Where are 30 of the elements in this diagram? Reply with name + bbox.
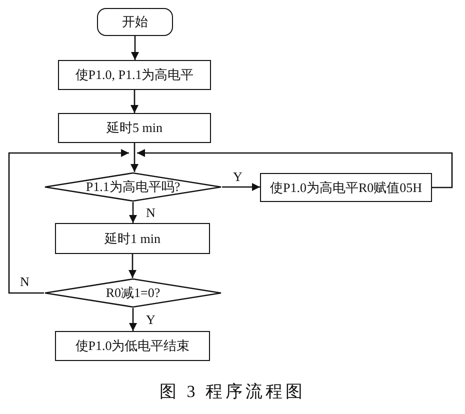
process-box <box>58 113 211 143</box>
arrow <box>222 183 260 191</box>
edge-label: Y <box>232 170 244 184</box>
decision-diamond <box>44 278 222 308</box>
edge-label: N <box>19 275 30 289</box>
node-text: R0减1=0? <box>106 284 160 302</box>
arrow <box>129 308 137 331</box>
decision-diamond <box>44 172 222 202</box>
node-text: 开始 <box>122 13 148 31</box>
arrow <box>130 143 138 172</box>
arrow <box>129 202 137 223</box>
edge-label: Y <box>145 313 156 327</box>
caption: 图 3 程序流程图 <box>158 381 306 403</box>
node-text: P1.1为高电平吗? <box>86 178 180 196</box>
start-terminal <box>97 8 173 36</box>
node-text: 延时5 min <box>106 119 162 137</box>
arrow <box>137 149 453 188</box>
process-box <box>58 60 211 90</box>
node-text: 使P1.0为低电平结束 <box>75 337 190 355</box>
process-box <box>55 331 210 361</box>
process-box <box>55 223 210 254</box>
arrow <box>8 149 129 294</box>
node-text: 使P1.0, P1.1为高电平 <box>75 66 194 84</box>
arrow <box>128 254 136 278</box>
arrow <box>131 36 139 60</box>
node-text: 使P1.0为高电平R0赋值05H <box>270 178 422 196</box>
arrow <box>130 90 138 113</box>
process-box <box>260 173 432 202</box>
edge-label: N <box>145 206 156 220</box>
node-text: 延时1 min <box>104 230 160 248</box>
